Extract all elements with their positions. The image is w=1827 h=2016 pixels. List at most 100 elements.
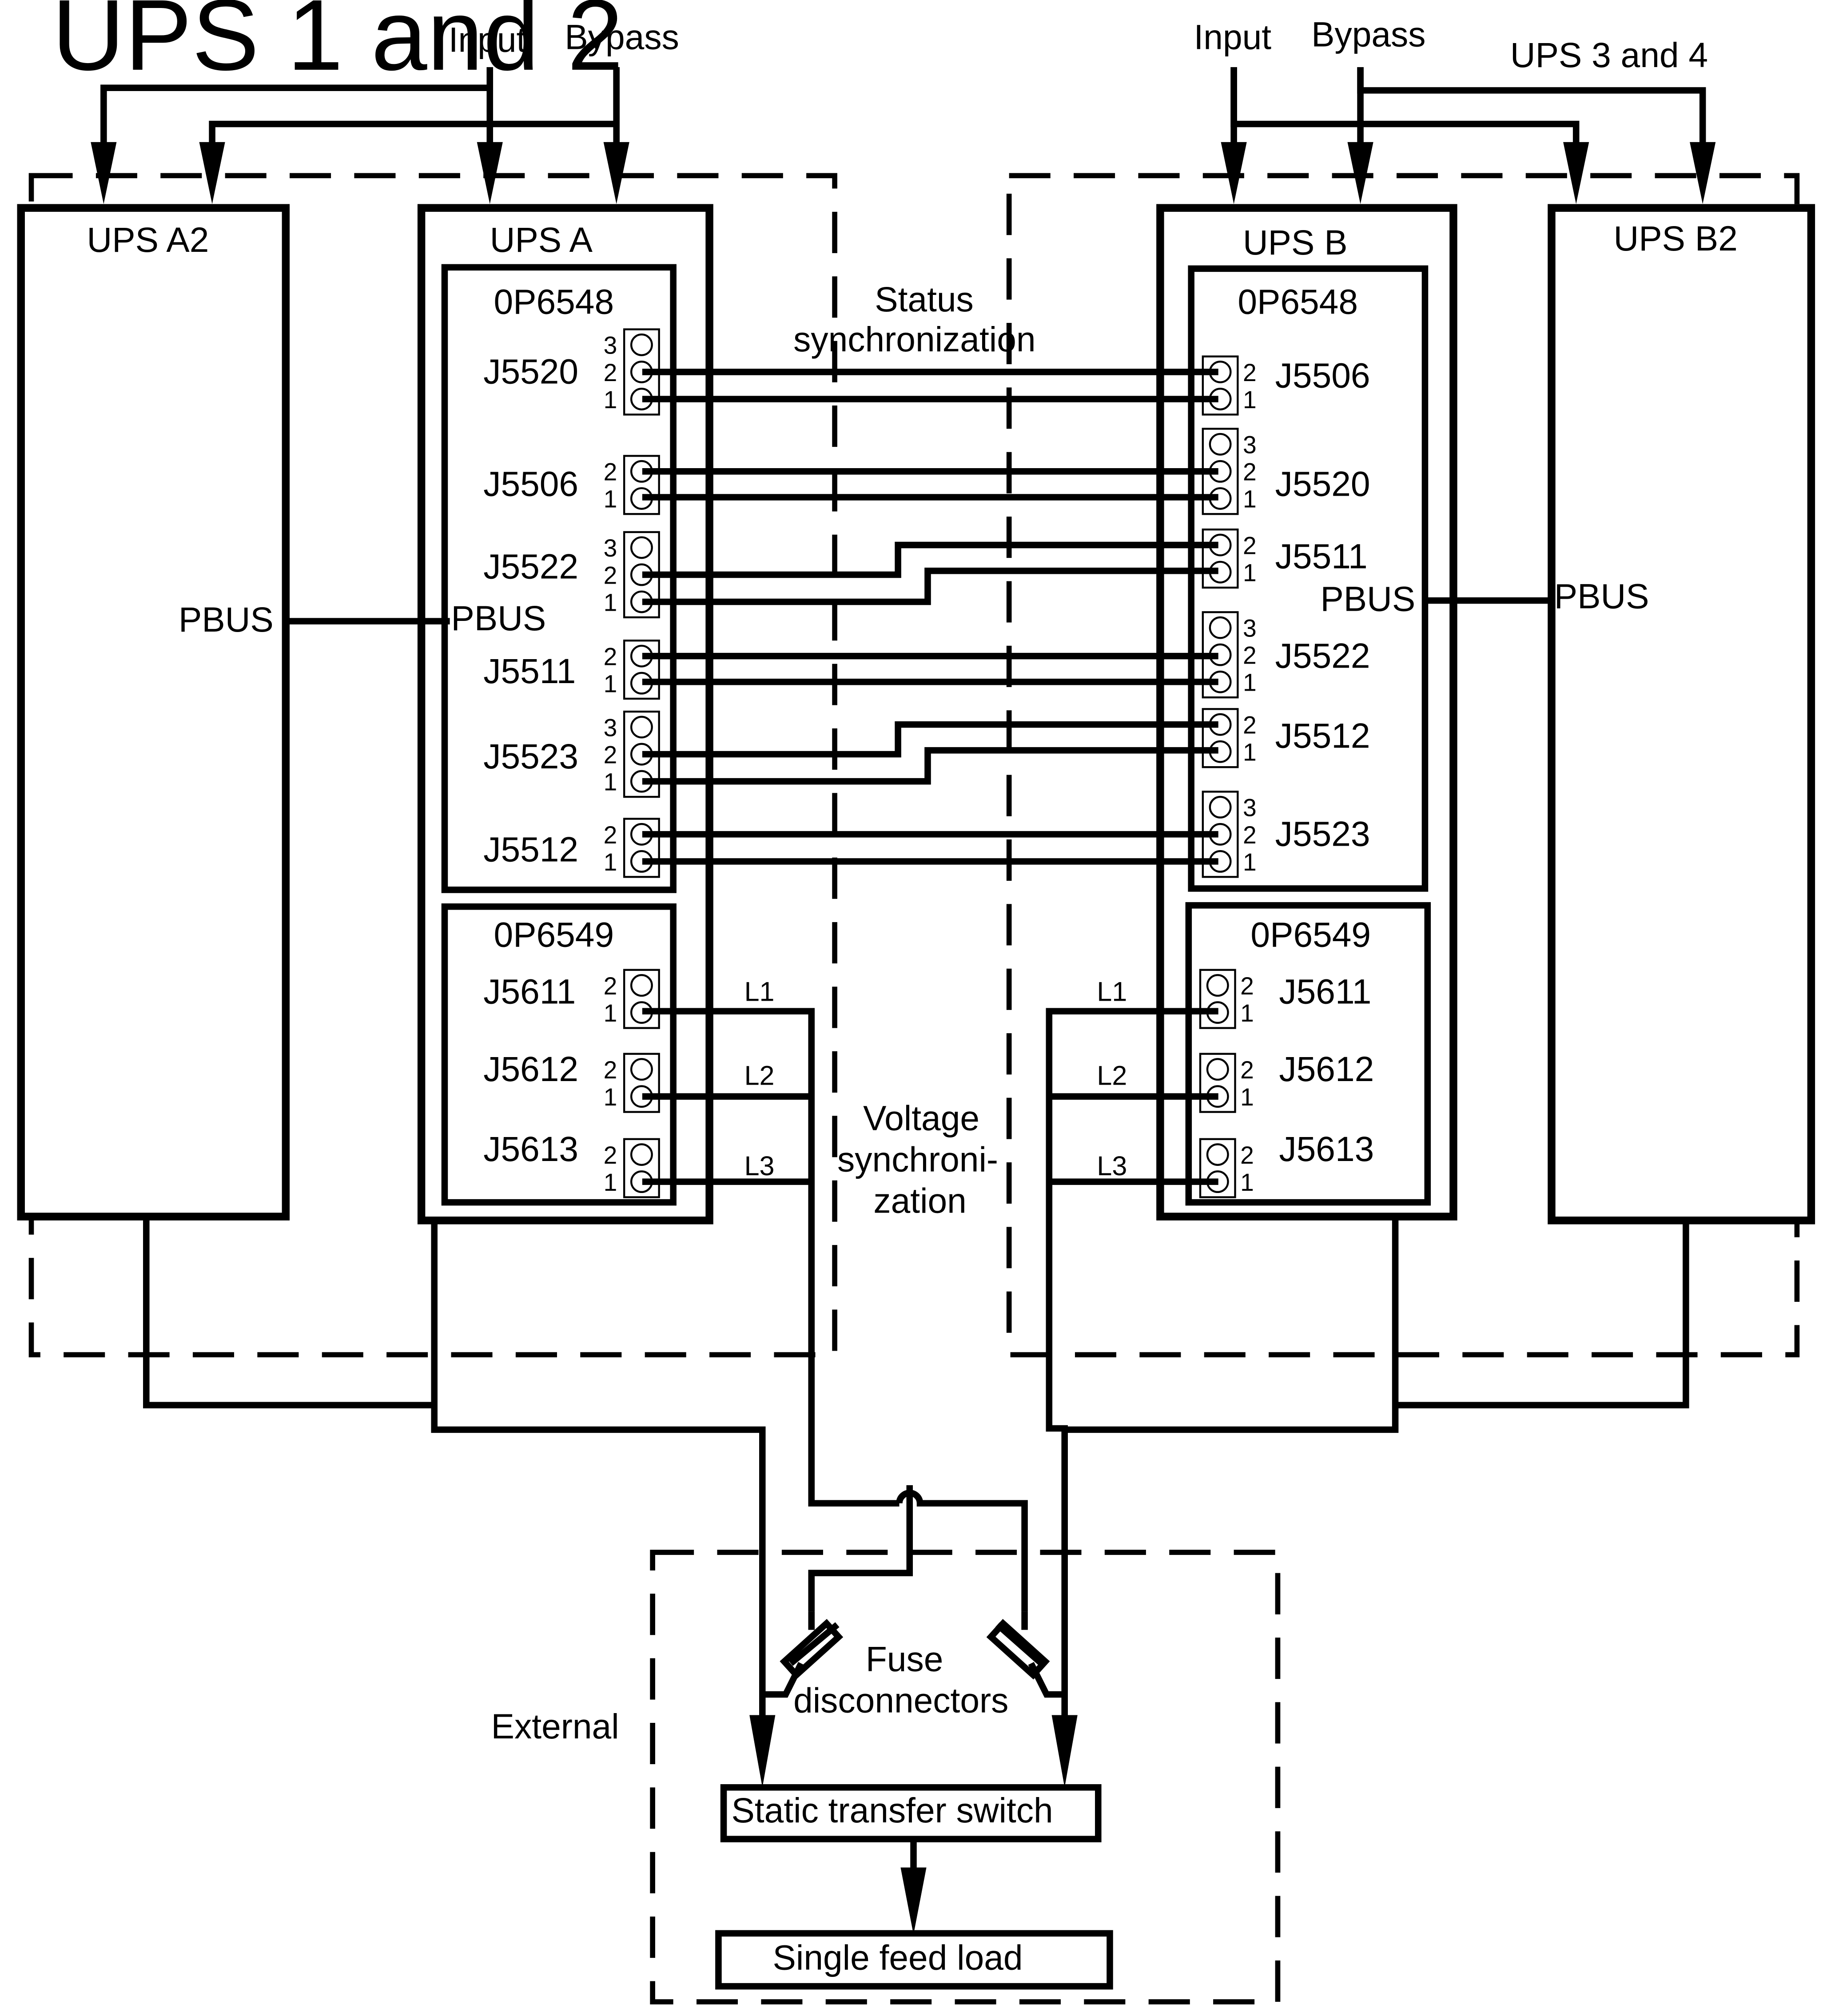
pin-number: 1: [1243, 485, 1257, 513]
fuse-disconnector-left: [780, 1611, 844, 1680]
pin-number: 1: [604, 588, 617, 616]
pin-number: 1: [604, 999, 617, 1027]
terminal-pin: [630, 974, 653, 997]
pin-number: 2: [604, 561, 617, 589]
line-l3-right: L3: [1097, 1151, 1127, 1181]
pin-number: 2: [604, 821, 617, 849]
pin-number: 1: [1240, 1083, 1254, 1111]
pin-number: 1: [1243, 848, 1257, 876]
pin-number: 1: [1243, 386, 1257, 414]
pin-number: 1: [1243, 559, 1257, 586]
left-bypass-label: Bypass: [565, 17, 679, 56]
ups-a2-box: [17, 204, 290, 1221]
pbus-label-b2: PBUS: [1554, 577, 1649, 616]
ups-b-label: UPS B: [1243, 223, 1348, 262]
conn-b-j5611: J5611: [1279, 972, 1371, 1011]
conn-b-j5520: J5520: [1275, 465, 1370, 504]
terminal-pin: [1206, 974, 1229, 997]
arrow-ups-a2-feed-1: [91, 142, 117, 204]
arrow-to-sts-right: [1051, 1715, 1078, 1788]
pin-number: 2: [604, 972, 617, 1000]
line-l3-left: L3: [744, 1151, 775, 1181]
line-l1-right: L1: [1097, 977, 1127, 1007]
pin-number: 1: [1243, 669, 1257, 696]
conn-b-j5511: J5511: [1275, 537, 1368, 576]
left-input-label: Input: [449, 20, 526, 59]
conn-b-j5523: J5523: [1275, 815, 1370, 854]
pin-number: 1: [604, 1083, 617, 1111]
pin-number: 2: [604, 1141, 617, 1169]
pin-number: 3: [1243, 615, 1257, 642]
board-b-voltage-label: 0P6549: [1250, 915, 1371, 954]
right-input-label: Input: [1194, 17, 1271, 56]
terminal-pin: [630, 536, 653, 559]
terminal-pin: [1206, 1143, 1229, 1166]
line-l2-left: L2: [744, 1061, 775, 1091]
terminal-pin: [630, 716, 653, 739]
pin-number: 3: [604, 332, 617, 359]
pbus-label-b: PBUS: [1320, 579, 1415, 618]
conn-a-j5522: J5522: [483, 547, 578, 586]
terminal-pin: [630, 1143, 653, 1166]
pin-number: 1: [604, 386, 617, 414]
pin-number: 2: [1243, 359, 1257, 386]
pin-number: 2: [604, 458, 617, 486]
board-a-voltage-label: 0P6549: [494, 915, 614, 954]
voltage-sync-wires: [642, 1008, 1218, 1718]
pin-number: 2: [1240, 1141, 1254, 1169]
static-transfer-switch-label: Static transfer switch: [732, 1791, 1053, 1830]
external-enclosure: [650, 1550, 1281, 2004]
terminal-pin: [1209, 616, 1232, 639]
pin-number: 1: [604, 670, 617, 698]
right-group-label: UPS 3 and 4: [1510, 36, 1708, 75]
arrow-ups-a-bypass: [603, 142, 629, 204]
arrow-ups-a2-feed-2: [199, 142, 225, 204]
conn-b-j5612: J5612: [1279, 1050, 1374, 1089]
conn-a-j5511: J5511: [483, 652, 576, 691]
pin-number: 2: [604, 359, 617, 386]
pin-number: 1: [604, 848, 617, 876]
voltage-label-3: zation: [873, 1181, 966, 1220]
fuse-disconnector-right: [986, 1611, 1050, 1680]
pin-number: 2: [1243, 821, 1257, 849]
conn-a-j5512: J5512: [483, 830, 578, 869]
feed-wiring: [91, 67, 1716, 204]
pin-number: 1: [1243, 739, 1257, 766]
arrow-ups-b2-feed-2: [1690, 142, 1716, 204]
pin-number: 1: [604, 485, 617, 513]
terminal-pin: [1209, 433, 1232, 456]
pin-number: 2: [1243, 712, 1257, 739]
conn-a-j5520: J5520: [483, 352, 578, 391]
status-label-2: synchronization: [793, 320, 1035, 359]
arrow-to-sts-left: [749, 1715, 776, 1788]
arrow-to-load: [900, 1867, 927, 1935]
single-feed-load-label: Single feed load: [773, 1938, 1023, 1977]
conn-a-j5612: J5612: [483, 1050, 578, 1089]
board-b-status-label: 0P6548: [1238, 282, 1358, 322]
ups-b2-label: UPS B2: [1614, 219, 1738, 258]
pin-number: 1: [604, 768, 617, 796]
external-label: External: [491, 1707, 619, 1746]
pin-number: 2: [1240, 972, 1254, 1000]
connector-labels-a: J5520 J5506 J5522 J5511 J5523 J5512 J561…: [483, 352, 578, 1169]
pin-number: 3: [1243, 794, 1257, 822]
output-wiring: [143, 1217, 1689, 1788]
left-group-label: UPS 1 and 2: [52, 0, 623, 91]
status-label-1: Status: [875, 280, 974, 319]
terminal-pin: [1206, 1058, 1229, 1081]
pin-number: 2: [604, 741, 617, 768]
line-l1-left: L1: [744, 977, 775, 1007]
pin-number: 2: [1243, 532, 1257, 559]
arrow-ups-b2-feed-1: [1563, 142, 1589, 204]
pbus-label-a: PBUS: [451, 599, 546, 638]
conn-b-j5506: J5506: [1275, 356, 1370, 395]
single-feed-load-box: [715, 1930, 1113, 1990]
pin-number: 1: [604, 1169, 617, 1196]
conn-b-j5522: J5522: [1275, 636, 1370, 675]
pin-number: 2: [604, 643, 617, 670]
conn-a-j5523: J5523: [483, 737, 578, 776]
arrow-ups-b-input: [1221, 142, 1247, 204]
line-l2-right: L2: [1097, 1061, 1127, 1091]
voltage-label-1: Voltage: [863, 1098, 979, 1137]
